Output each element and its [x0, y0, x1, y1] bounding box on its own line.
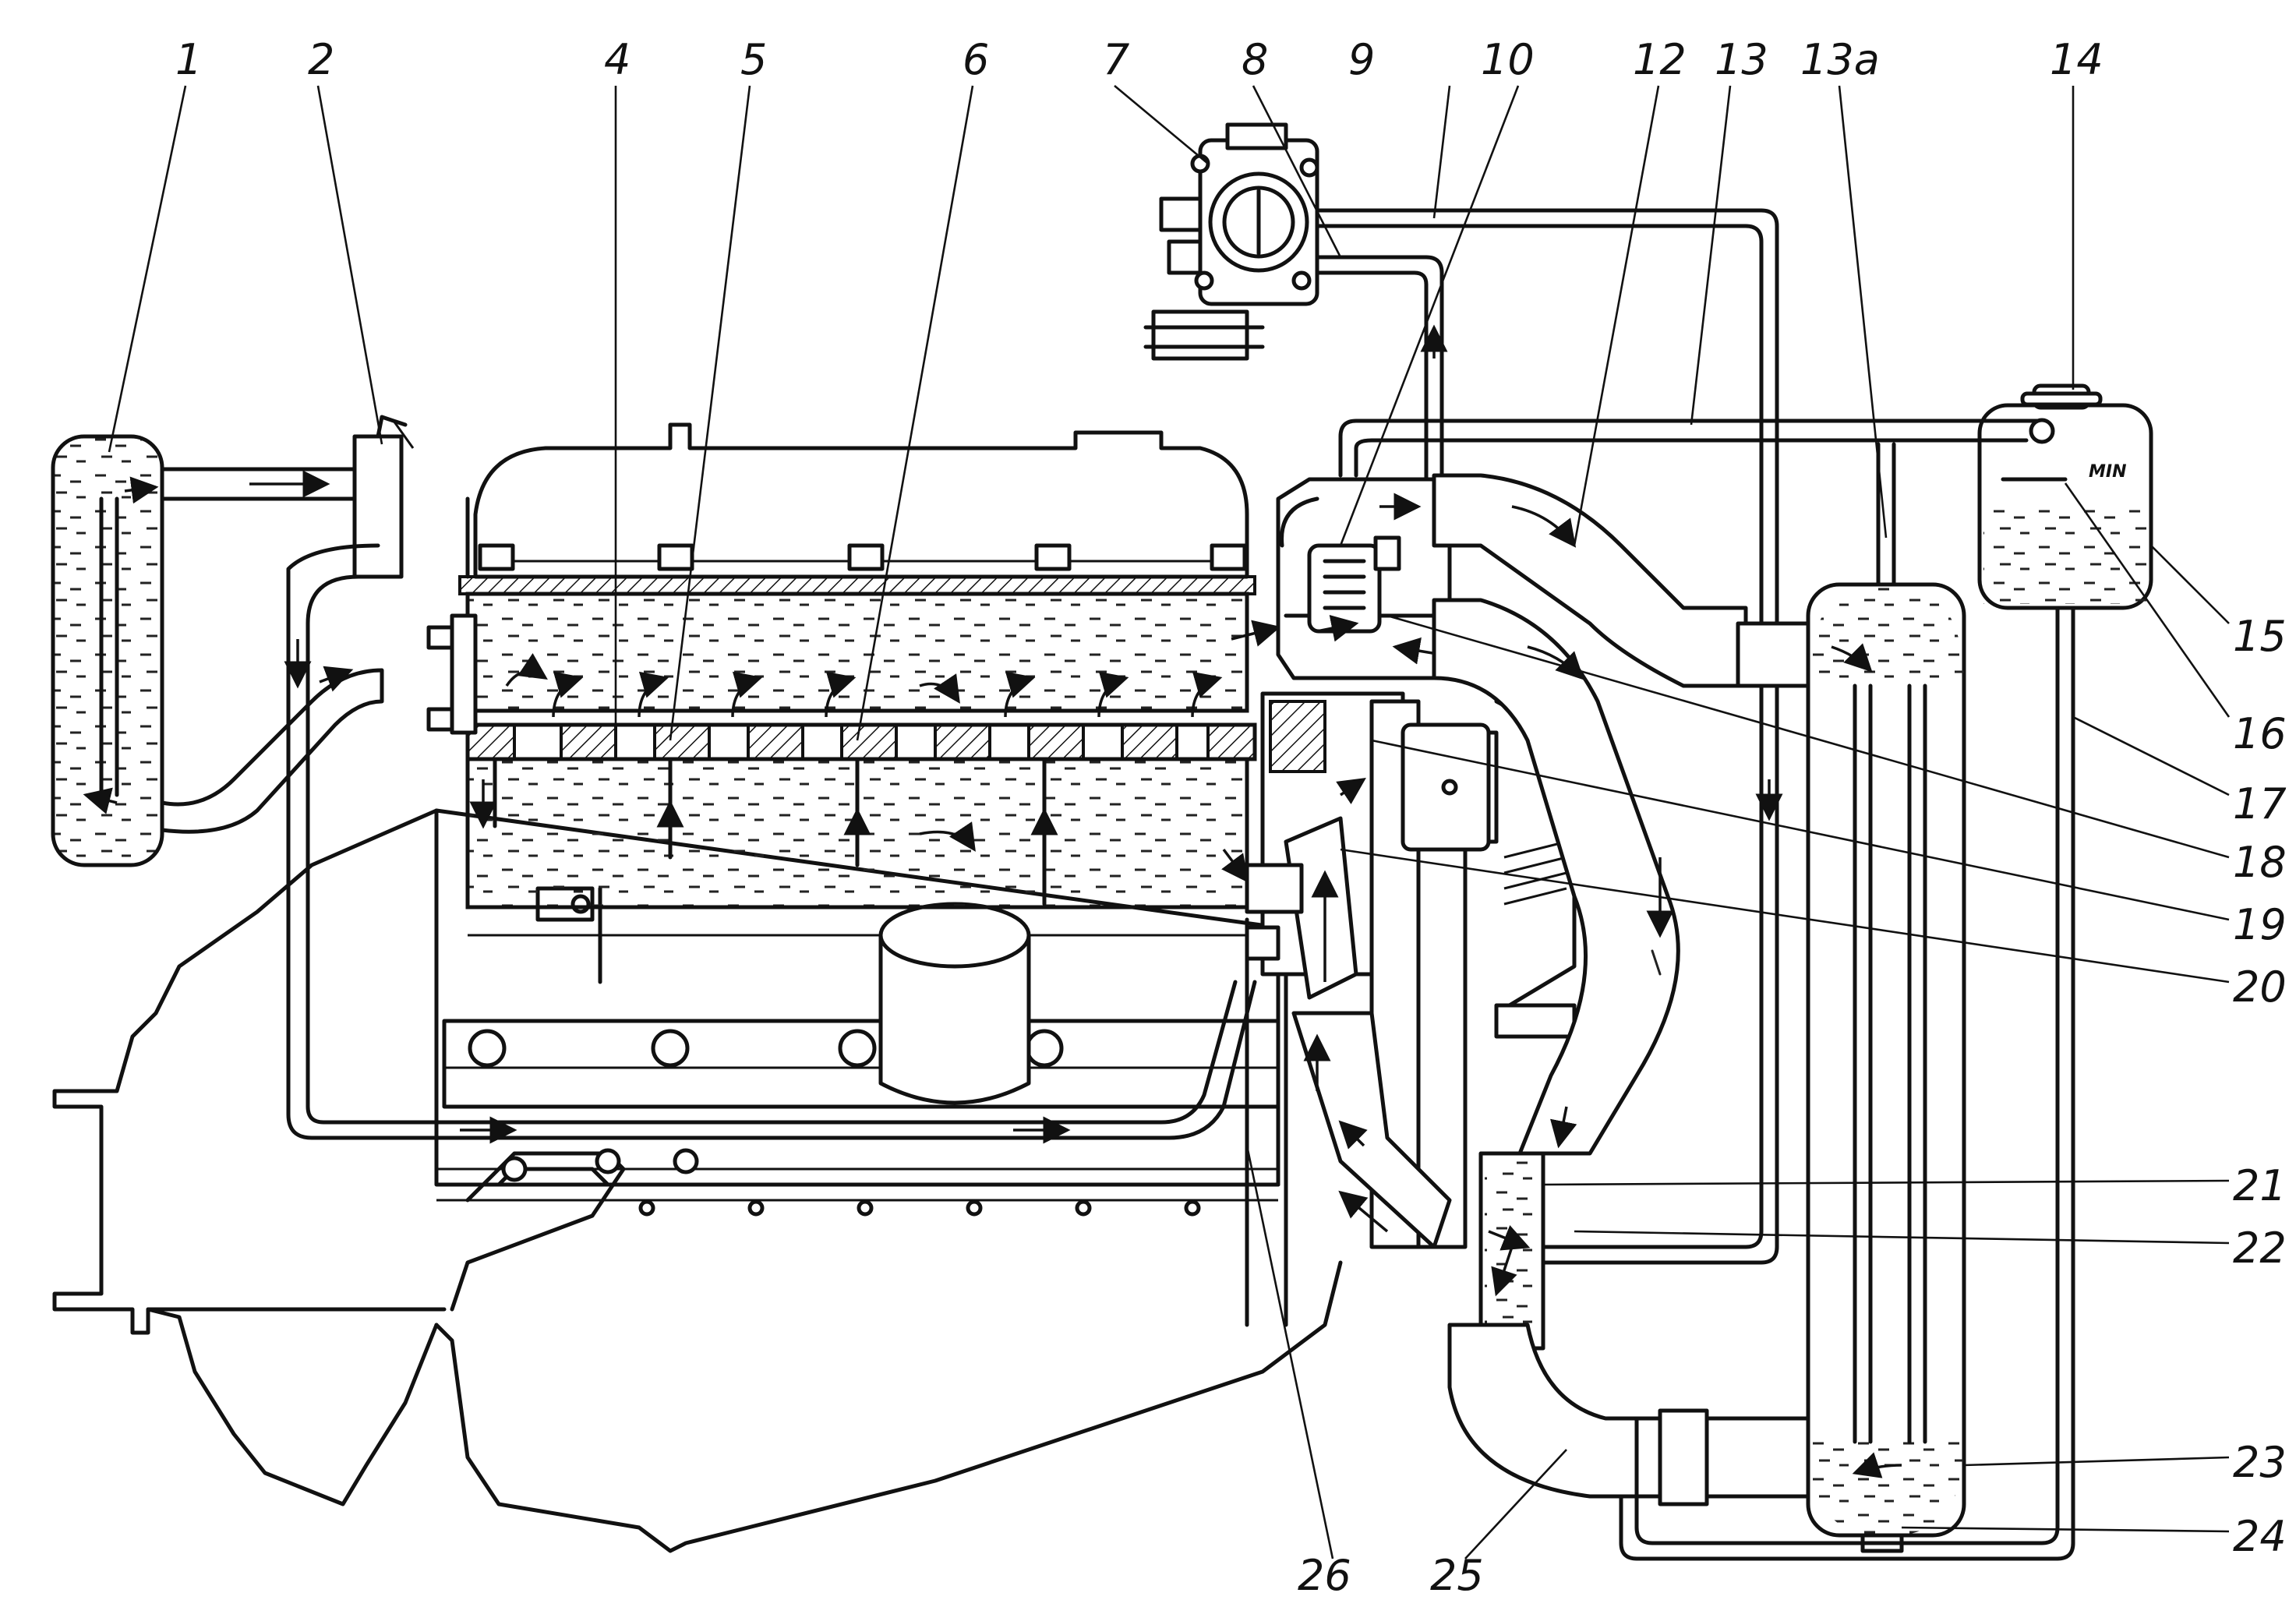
- callout-23: 23: [2233, 1438, 2287, 1487]
- callout-24: 24: [2233, 1512, 2287, 1561]
- callout-9: 9: [1348, 35, 1375, 84]
- tank-hoses: [1338, 418, 2075, 1561]
- cylinder-head: [426, 422, 1281, 909]
- radiator: [1736, 582, 1966, 1553]
- callout-leaders: [108, 85, 2231, 1559]
- expansion-tank: MIN: [1977, 383, 2153, 610]
- callout-12: 12: [1633, 35, 1687, 84]
- engine-block: [52, 808, 1343, 1553]
- callout-7: 7: [1103, 35, 1129, 84]
- callout-18: 18: [2233, 838, 2287, 887]
- callout-4: 4: [604, 35, 631, 84]
- callout-26: 26: [1298, 1551, 1351, 1600]
- callout-13: 13: [1715, 35, 1768, 84]
- callout-17: 17: [2233, 779, 2287, 828]
- callout-21: 21: [2233, 1161, 2287, 1210]
- callout-labels: 1 2 4 5 6 7 8 9 10 12 13 13a 14 15 16 17…: [175, 35, 2287, 1600]
- callout-5: 5: [740, 35, 767, 84]
- head-bolts: [478, 543, 1247, 571]
- callout-8: 8: [1242, 35, 1268, 84]
- heater-radiator: [51, 434, 164, 867]
- thermostat: [1276, 477, 1452, 680]
- callout-14: 14: [2050, 35, 2103, 84]
- lower-hoses: [1291, 1011, 1810, 1506]
- callout-16: 16: [2233, 709, 2287, 758]
- tank-min-label: MIN: [2089, 462, 2127, 482]
- throttle-coolant-pipes: [1315, 208, 1783, 1265]
- callout-1: 1: [175, 35, 202, 84]
- callout-19: 19: [2233, 900, 2287, 949]
- callout-10: 10: [1481, 35, 1535, 84]
- callout-15: 15: [2233, 612, 2287, 661]
- throttle-body: [1143, 122, 1319, 361]
- callout-22: 22: [2233, 1224, 2287, 1273]
- heater-hoses: [160, 467, 1257, 1144]
- heater-tap: [352, 415, 415, 579]
- callout-25: 25: [1430, 1551, 1484, 1600]
- callout-2: 2: [308, 35, 334, 84]
- callout-6: 6: [963, 35, 989, 84]
- upper-radiator-hose: [1432, 473, 1748, 1156]
- callout-20: 20: [2233, 962, 2287, 1012]
- cylinder-head-gasket: [466, 723, 1256, 761]
- water-pump: [1245, 691, 1405, 1000]
- callout-13a: 13a: [1800, 35, 1880, 84]
